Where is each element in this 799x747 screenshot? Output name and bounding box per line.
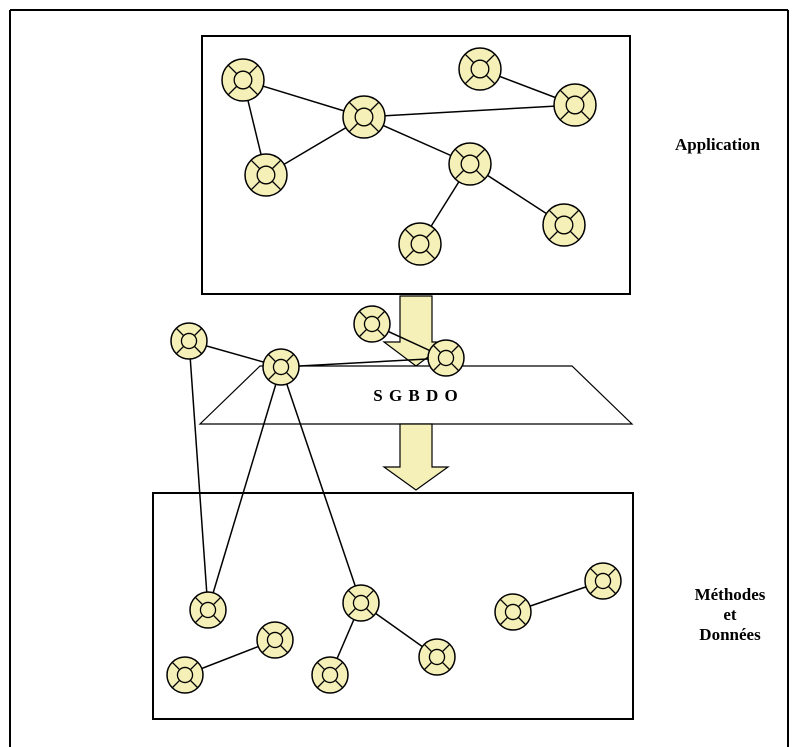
object-node-icon — [458, 47, 502, 91]
object-node-icon — [342, 95, 386, 139]
object-link — [188, 340, 209, 611]
object-node-icon — [494, 593, 532, 631]
object-node-icon — [166, 656, 204, 694]
object-node-icon — [170, 322, 208, 360]
object-node-icon — [418, 638, 456, 676]
application-label: Application — [674, 135, 761, 154]
object-link — [363, 104, 576, 118]
object-link — [207, 366, 282, 611]
object-node-icon — [342, 584, 380, 622]
object-link — [280, 366, 362, 604]
methods-label-line2: et — [723, 605, 737, 624]
object-node-icon — [244, 153, 288, 197]
object-node-icon — [448, 142, 492, 186]
sgbdo-layer — [198, 365, 634, 425]
object-node-icon — [427, 339, 465, 377]
object-node-icon — [311, 656, 349, 694]
object-node-icon — [221, 58, 265, 102]
methods-data-box — [152, 492, 634, 720]
methods-label-line3: Données — [699, 625, 761, 644]
methods-label-line1: Méthodes — [694, 585, 766, 604]
object-node-icon — [353, 305, 391, 343]
object-link — [280, 357, 447, 368]
object-node-icon — [553, 83, 597, 127]
methods-data-label: Méthodes et Données — [680, 585, 780, 645]
object-node-icon — [262, 348, 300, 386]
object-node-icon — [584, 562, 622, 600]
object-node-icon — [189, 591, 227, 629]
object-node-icon — [542, 203, 586, 247]
down-arrow-icon — [382, 423, 450, 491]
object-node-icon — [256, 621, 294, 659]
object-node-icon — [398, 222, 442, 266]
sgbdo-label: S G B D O — [373, 386, 459, 405]
database-objects — [166, 305, 622, 694]
application-objects — [221, 47, 597, 266]
